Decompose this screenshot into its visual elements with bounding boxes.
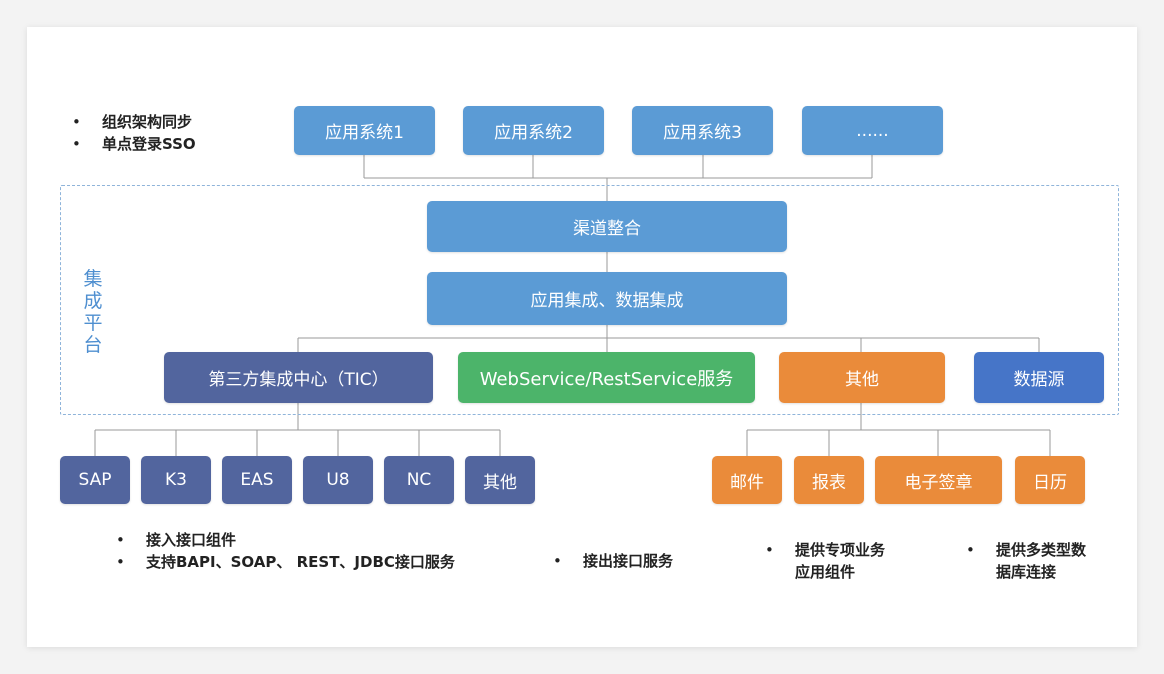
platform-label: 集 成 平 台 xyxy=(83,268,103,356)
other-module: 其他 xyxy=(779,352,945,403)
note-business-line1: 提供专项业务 xyxy=(765,539,885,561)
tic-child-nc: NC xyxy=(384,456,454,504)
top-notes: 组织架构同步 单点登录SSO xyxy=(72,111,196,155)
channel-integration-box: 渠道整合 xyxy=(427,201,787,252)
note-business-line2: 应用组件 xyxy=(795,563,856,581)
other-child-report: 报表 xyxy=(794,456,864,504)
app-system-2: 应用系统2 xyxy=(463,106,604,155)
app-data-integration-box: 应用集成、数据集成 xyxy=(427,272,787,325)
note-sso: 单点登录SSO xyxy=(72,133,196,155)
note-protocol-support: 支持BAPI、SOAP、 REST、JDBC接口服务 xyxy=(116,551,455,573)
tic-child-other: 其他 xyxy=(465,456,535,504)
tic-module: 第三方集成中心（TIC） xyxy=(164,352,433,403)
note-outbound-service: 接出接口服务 xyxy=(553,550,673,572)
integration-platform-frame xyxy=(60,185,1119,415)
other-child-mail: 邮件 xyxy=(712,456,782,504)
webservice-module: WebService/RestService服务 xyxy=(458,352,755,403)
app-system-1: 应用系统1 xyxy=(294,106,435,155)
tic-child-sap: SAP xyxy=(60,456,130,504)
app-system-3: 应用系统3 xyxy=(632,106,773,155)
note-access-components: 接入接口组件 xyxy=(116,529,455,551)
datasource-notes: 提供多类型数 据库连接 xyxy=(966,539,1086,583)
tic-child-eas: EAS xyxy=(222,456,292,504)
webservice-notes: 接出接口服务 xyxy=(553,550,673,572)
other-child-calendar: 日历 xyxy=(1015,456,1085,504)
datasource-module: 数据源 xyxy=(974,352,1104,403)
other-child-esign: 电子签章 xyxy=(875,456,1002,504)
tic-notes: 接入接口组件 支持BAPI、SOAP、 REST、JDBC接口服务 xyxy=(116,529,455,573)
app-system-more: ...... xyxy=(802,106,943,155)
note-db-line1: 提供多类型数 xyxy=(966,539,1086,561)
note-db-line2: 据库连接 xyxy=(996,563,1057,581)
note-org-sync: 组织架构同步 xyxy=(72,111,196,133)
tic-child-k3: K3 xyxy=(141,456,211,504)
other-notes: 提供专项业务 应用组件 xyxy=(765,539,885,583)
tic-child-u8: U8 xyxy=(303,456,373,504)
